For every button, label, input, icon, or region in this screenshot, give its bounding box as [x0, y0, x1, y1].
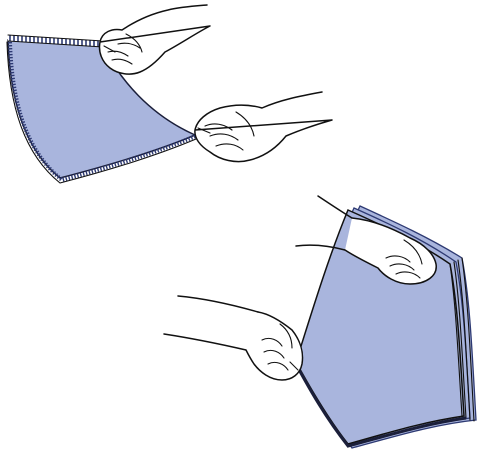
lower-hand [195, 92, 332, 162]
upper-hand [99, 5, 210, 74]
stack-bottom-hand [164, 296, 303, 380]
flexing-sheets-icon [7, 5, 332, 183]
fanning-paper-stack-icon [164, 196, 476, 448]
